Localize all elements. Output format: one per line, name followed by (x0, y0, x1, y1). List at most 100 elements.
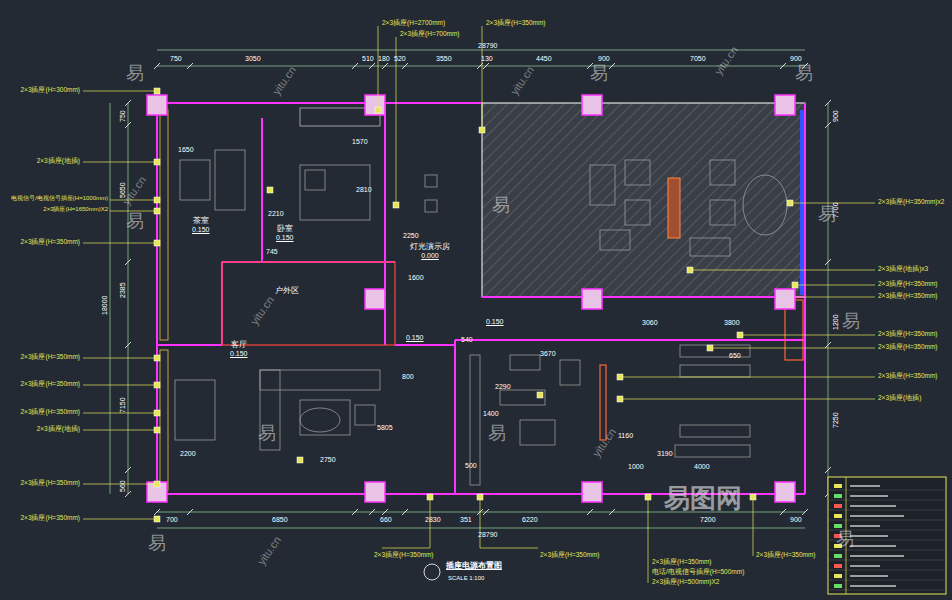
furniture (215, 150, 245, 210)
dimension-tick (154, 63, 160, 69)
socket-symbol (154, 159, 160, 165)
dimension-text: 520 (394, 55, 406, 63)
dimension-line (157, 528, 805, 529)
socket-symbol (154, 410, 160, 416)
socket-symbol (687, 267, 693, 273)
watermark: 易 (258, 424, 276, 444)
watermark: 易 (836, 530, 854, 550)
dimension-text: 3670 (540, 350, 556, 358)
legend-symbol (834, 484, 842, 488)
dimension-tick (825, 342, 831, 348)
furniture (560, 360, 580, 385)
watermark: 易 (488, 424, 506, 444)
dimension-tick (609, 63, 615, 69)
socket-note: 2×3插座(H=350mm) (486, 19, 546, 26)
dimension-tick (802, 509, 808, 515)
furniture (355, 405, 375, 425)
leader-line (710, 348, 875, 349)
socket-symbol (375, 107, 381, 113)
furniture (180, 160, 210, 200)
display-stand (668, 178, 680, 238)
dimension-text: 1000 (628, 463, 644, 471)
socket-note: 2×3插座(H=350mm) (878, 280, 938, 287)
socket-note: 2×3插座(地插)x3 (878, 265, 928, 272)
dimension-tick (382, 509, 388, 515)
column (775, 482, 795, 502)
furniture (680, 365, 750, 377)
leader-line (83, 385, 157, 386)
dimension-text: 7200 (700, 516, 716, 524)
furniture (175, 380, 215, 440)
dimension-tick (125, 100, 131, 106)
dimension-tick (780, 509, 786, 515)
outdoor-zone (222, 262, 395, 345)
dimension-text: 6850 (272, 516, 288, 524)
dimension-text: 7050 (690, 55, 706, 63)
room-name: 客厅 (230, 340, 248, 350)
dimension-text: 2290 (495, 383, 511, 391)
floor-level: 0.150 (230, 350, 248, 358)
dimension-text: 1400 (483, 410, 499, 418)
dimension-text: 3050 (245, 55, 261, 63)
dimension-text: 3800 (724, 319, 740, 327)
watermark: 易 (590, 64, 608, 84)
legend-text-bar (850, 525, 880, 527)
leader-line (83, 91, 157, 92)
watermark: yitu.cn (248, 294, 276, 327)
dimension-text: 6220 (522, 516, 538, 524)
socket-note: 2×3插座(H=350mm) (20, 353, 80, 360)
socket-symbol (154, 355, 160, 361)
dimension-text: 510 (362, 55, 374, 63)
dimension-text: 28790 (478, 42, 497, 50)
leader-line (83, 358, 157, 359)
dimension-text: 1200 (832, 314, 840, 330)
column (582, 95, 602, 115)
legend-symbol (834, 554, 842, 558)
dimension-text: 2210 (268, 210, 284, 218)
socket-note: 2×3插座(H=350mm) (878, 330, 938, 337)
dimension-text: 3060 (642, 319, 658, 327)
wall-line (482, 296, 805, 298)
dimension-text: 900 (790, 516, 802, 524)
legend-symbol (834, 494, 842, 498)
furniture (675, 445, 750, 457)
furniture (425, 200, 437, 212)
socket-symbol (750, 494, 756, 500)
socket-note: 电话/电视信号插座(H=500mm) (652, 568, 744, 575)
socket-symbol (267, 187, 273, 193)
leader-line (620, 377, 875, 378)
watermark: yitu.cn (590, 426, 618, 459)
furniture (300, 400, 350, 435)
drawing-title: 插座电源布置图 (446, 562, 502, 571)
legend-symbol (834, 504, 842, 508)
leader-line (480, 548, 538, 549)
furniture (710, 160, 735, 185)
socket-note: 2×3插座(H=350mm) (20, 514, 80, 521)
dimension-text: 7250 (832, 412, 840, 428)
column (365, 95, 385, 115)
title-marker (424, 564, 440, 580)
wall-line (804, 103, 806, 494)
dimension-text: 900 (598, 55, 610, 63)
furniture (625, 160, 650, 185)
dimension-text: 560 (119, 480, 127, 492)
leader-line (83, 162, 157, 163)
dimension-tick (483, 509, 489, 515)
wall-line (261, 118, 263, 262)
dimension-text: 4000 (694, 463, 710, 471)
socket-symbol (737, 332, 743, 338)
dimension-text: 3550 (436, 55, 452, 63)
dimension-text: 650 (729, 352, 741, 360)
socket-note: 2×3插座(H=350mm) (540, 551, 600, 558)
dimension-text: 750 (170, 55, 182, 63)
dimension-text: 18000 (101, 296, 109, 315)
furniture (305, 170, 325, 190)
room-label: 卧室0.150 (276, 224, 294, 242)
watermark: 易 (795, 64, 813, 84)
leader-line (378, 26, 379, 110)
floor-level: 0.000 (410, 252, 450, 260)
dimension-text: 2200 (180, 450, 196, 458)
floor-level: 0.150 (192, 226, 210, 234)
floor-level: 0.150 (406, 334, 424, 342)
dimension-tick (825, 122, 831, 128)
